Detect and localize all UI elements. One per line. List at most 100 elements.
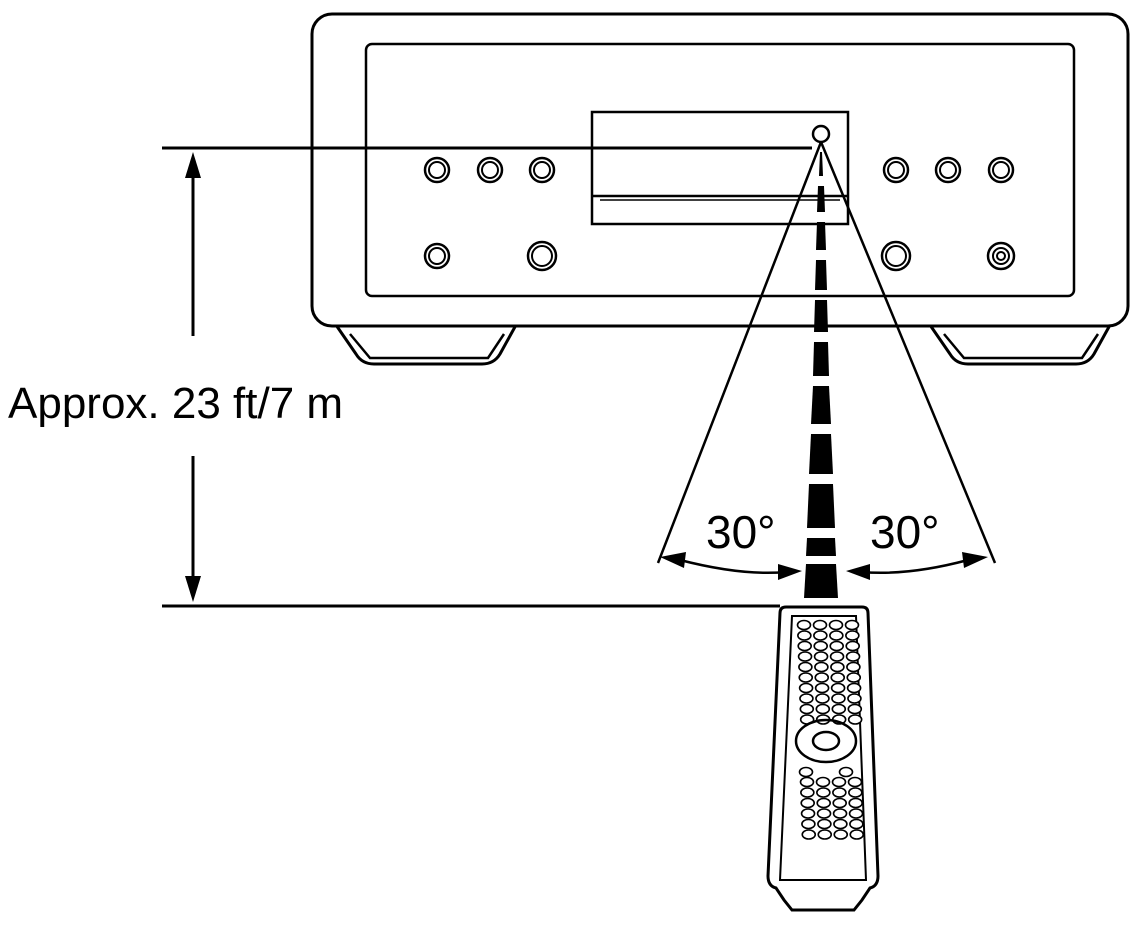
remote-button — [799, 703, 815, 715]
remote-button — [799, 693, 814, 704]
angle-right-label: 30° — [870, 506, 940, 558]
remote-button — [831, 693, 846, 704]
angle-left-label: 30° — [706, 506, 776, 558]
remote-button — [831, 776, 847, 788]
remote-button — [846, 682, 862, 694]
remote-button — [828, 619, 844, 631]
remote-button — [801, 829, 817, 840]
front-knob — [880, 240, 912, 272]
remote-button — [798, 766, 814, 778]
left-angle-indicator — [660, 552, 802, 580]
remote-button — [830, 661, 845, 673]
remote-button — [797, 651, 813, 662]
remote-button — [832, 797, 848, 809]
distance-label: Approx. 23 ft/7 m — [8, 379, 343, 428]
front-button — [882, 156, 910, 184]
remote-button — [800, 808, 816, 819]
remote-control-icon — [766, 605, 880, 912]
cd-player-device — [310, 12, 1130, 366]
remote-button — [848, 808, 864, 819]
remote-sensor — [811, 124, 831, 144]
right-angle-indicator — [846, 552, 988, 580]
remote-button — [816, 797, 832, 809]
remote-button — [801, 818, 816, 830]
remote-keypad — [796, 619, 865, 840]
arrow-left-icon — [660, 552, 686, 568]
remote-button — [829, 640, 845, 652]
remote-button — [829, 630, 844, 641]
remote-button — [845, 640, 861, 652]
remote-button — [813, 630, 828, 641]
remote-button — [847, 776, 863, 788]
cone-left-edge — [656, 141, 823, 564]
remote-button — [830, 672, 846, 683]
front-panel — [364, 42, 1076, 298]
remote-button — [815, 776, 831, 788]
front-button — [528, 156, 556, 184]
remote-button — [847, 714, 863, 725]
arrow-up-icon — [185, 152, 201, 178]
remote-button — [813, 640, 829, 652]
remote-button — [815, 703, 831, 715]
remote-button — [799, 776, 815, 788]
front-button — [987, 156, 1015, 184]
remote-button — [817, 829, 833, 840]
device-body — [310, 12, 1130, 328]
cone-right-edge — [819, 141, 997, 564]
arrow-left-icon — [846, 564, 870, 580]
headphone-jack — [986, 241, 1016, 271]
right-foot — [928, 324, 1112, 366]
remote-button — [847, 693, 862, 704]
remote-button — [829, 651, 845, 662]
arrow-right-icon — [778, 564, 802, 580]
remote-button — [798, 661, 813, 673]
remote-button — [798, 682, 814, 694]
remote-button — [813, 651, 829, 662]
remote-button — [800, 797, 816, 809]
remote-button — [845, 630, 860, 641]
remote-button — [845, 651, 861, 662]
remote-button — [815, 693, 830, 704]
remote-button — [812, 619, 828, 631]
remote-nav-ring — [794, 718, 858, 764]
remote-button — [838, 766, 854, 778]
right-button-group — [880, 156, 1016, 272]
front-button — [934, 156, 962, 184]
remote-button — [830, 682, 846, 694]
remote-button — [817, 818, 832, 830]
remote-button — [816, 808, 832, 819]
remote-button — [848, 787, 863, 798]
signal-beam — [804, 152, 838, 598]
remote-button — [797, 640, 813, 652]
remote-button — [816, 787, 831, 798]
front-button — [423, 156, 451, 184]
remote-button — [814, 661, 829, 673]
remote-button — [846, 661, 861, 673]
remote-button — [848, 797, 864, 809]
remote-button — [844, 619, 860, 631]
front-button — [476, 156, 504, 184]
remote-button — [814, 682, 830, 694]
remote-button — [846, 672, 862, 683]
remote-button — [849, 818, 864, 830]
remote-button — [797, 630, 812, 641]
distance-dimension: Approx. 23 ft/7 m — [8, 146, 812, 608]
reception-cone: 30° 30° — [656, 141, 997, 598]
arrow-down-icon — [185, 576, 201, 602]
remote-button — [847, 703, 863, 715]
arrow-right-icon — [962, 552, 988, 568]
left-foot — [334, 324, 518, 366]
power-button — [423, 242, 451, 270]
remote-button — [833, 818, 848, 830]
remote-button — [800, 787, 815, 798]
disc-tray — [590, 110, 850, 226]
remote-button — [831, 703, 847, 715]
remote-button — [832, 808, 848, 819]
front-knob — [526, 240, 558, 272]
remote-button — [814, 672, 830, 683]
remote-button — [849, 829, 865, 840]
remote-button — [798, 672, 814, 683]
remote-button — [832, 787, 847, 798]
remote-button — [833, 829, 849, 840]
